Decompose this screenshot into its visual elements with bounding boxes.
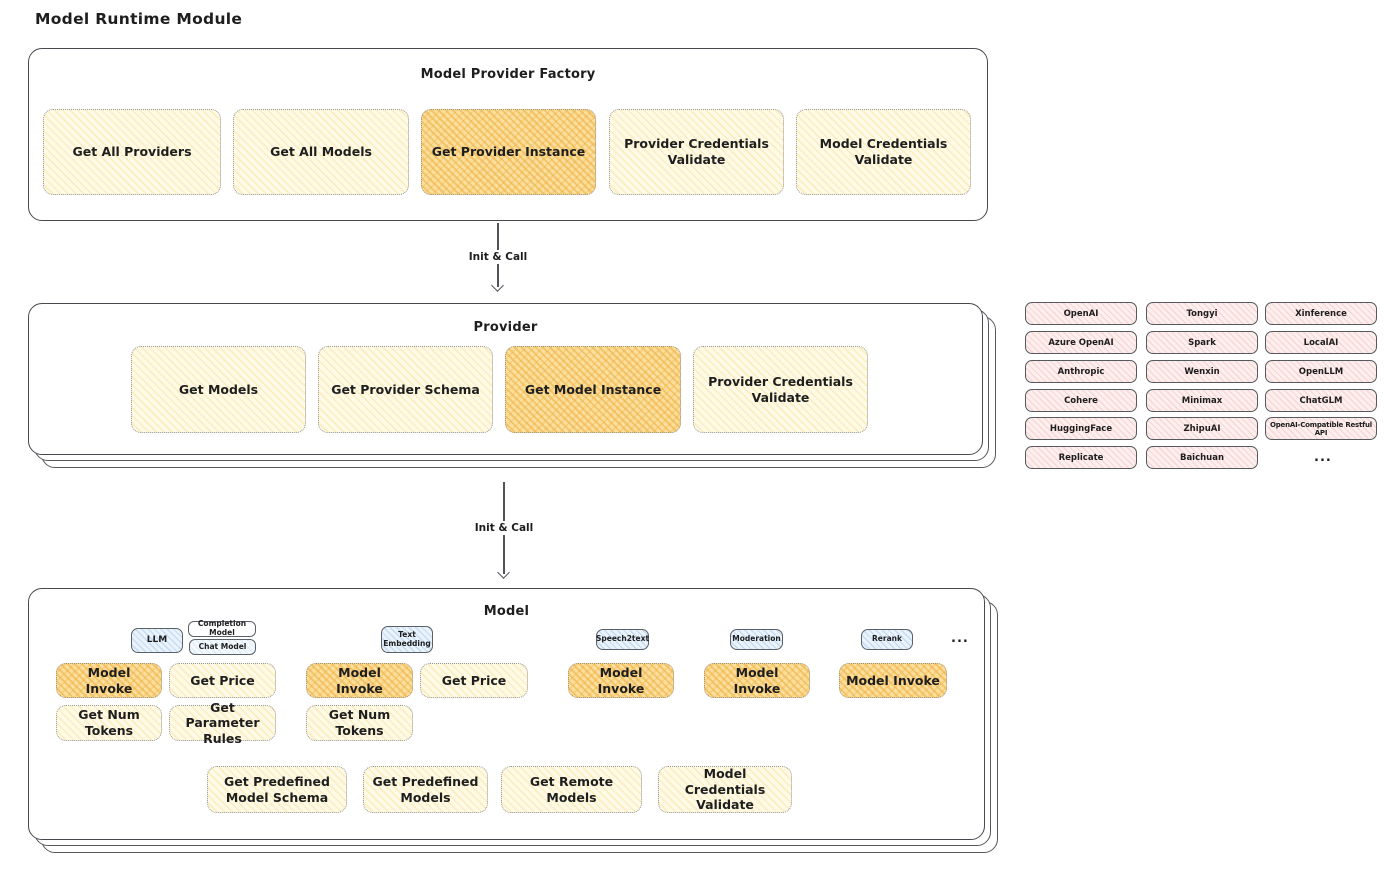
provider-cell-baichuan: Baichuan [1146,446,1258,469]
node-get-provider-schema: Get Provider Schema [318,346,493,433]
node-llm-get-num-tokens: Get Num Tokens [56,705,162,741]
provider-cell-chatglm: ChatGLM [1265,389,1377,412]
node-embedding-model-invoke: Model Invoke [306,663,413,698]
node-get-remote-models: Get Remote Models [501,766,642,813]
type-chip-llm: LLM [131,628,183,653]
model-container: Model LLM Completion Model Chat Model Te… [28,588,985,840]
provider-list-ellipsis: ... [1314,450,1332,465]
node-embedding-get-price: Get Price [420,663,528,698]
type-chip-speech2text: Speech2text [596,629,649,650]
provider-title: Provider [473,320,538,335]
node-get-models: Get Models [131,346,306,433]
node-provider-credentials-validate-2: Provider Credentials Validate [693,346,868,433]
arrow-provider-model-head [497,566,510,579]
provider-cell-anthropic: Anthropic [1025,360,1137,383]
arrow-provider-model-label: Init & Call [469,521,539,535]
provider-cell-wenxin: Wenxin [1146,360,1258,383]
provider-cell-localai: LocalAI [1265,331,1377,354]
type-chip-moderation: Moderation [730,629,783,650]
node-rerank-model-invoke: Model Invoke [839,663,947,698]
provider-cell-openai: OpenAI [1025,302,1137,325]
node-get-all-models: Get All Models [233,109,409,195]
node-get-predefined-models: Get Predefined Models [363,766,488,813]
model-title: Model [483,604,530,619]
node-moderation-model-invoke: Model Invoke [704,663,810,698]
node-get-provider-instance: Get Provider Instance [421,109,596,195]
factory-container: Model Provider Factory Get All Providers… [28,48,988,221]
provider-cell-minimax: Minimax [1146,389,1258,412]
arrow-factory-provider-label: Init & Call [463,250,533,264]
type-chip-text-embedding: Text Embedding [381,626,433,653]
provider-container: Provider Get Models Get Provider Schema … [28,303,983,455]
provider-cell-spark: Spark [1146,331,1258,354]
node-speech2text-model-invoke: Model Invoke [568,663,674,698]
factory-title: Model Provider Factory [420,67,596,82]
type-chip-completion-model: Completion Model [188,620,256,637]
model-types-ellipsis: ... [951,631,969,646]
node-get-model-instance: Get Model Instance [505,346,681,433]
provider-cell-zhipuai: ZhipuAI [1146,417,1258,440]
node-llm-model-invoke: Model Invoke [56,663,162,698]
node-llm-get-parameter-rules: Get Parameter Rules [169,700,276,746]
node-llm-get-price: Get Price [169,663,276,698]
provider-cell-xinference: Xinference [1265,302,1377,325]
node-provider-credentials-validate: Provider Credentials Validate [609,109,784,195]
provider-cell-tongyi: Tongyi [1146,302,1258,325]
provider-cell-replicate: Replicate [1025,446,1137,469]
node-model-credentials-validate-2: Model Credentials Validate [658,766,792,813]
provider-cell-azure-openai: Azure OpenAI [1025,331,1137,354]
node-get-predefined-model-schema: Get Predefined Model Schema [207,766,347,813]
type-chip-chat-model: Chat Model [189,639,256,655]
node-model-credentials-validate: Model Credentials Validate [796,109,971,195]
provider-cell-openai-compatible: OpenAI-Compatible Restful API [1265,417,1377,440]
page-title: Model Runtime Module [35,10,243,28]
node-embedding-get-num-tokens: Get Num Tokens [306,705,413,741]
provider-cell-cohere: Cohere [1025,389,1137,412]
arrow-factory-provider-head [491,279,504,292]
provider-cell-huggingface: HuggingFace [1025,417,1137,440]
type-chip-rerank: Rerank [861,629,913,650]
node-get-all-providers: Get All Providers [43,109,221,195]
provider-cell-openllm: OpenLLM [1265,360,1377,383]
